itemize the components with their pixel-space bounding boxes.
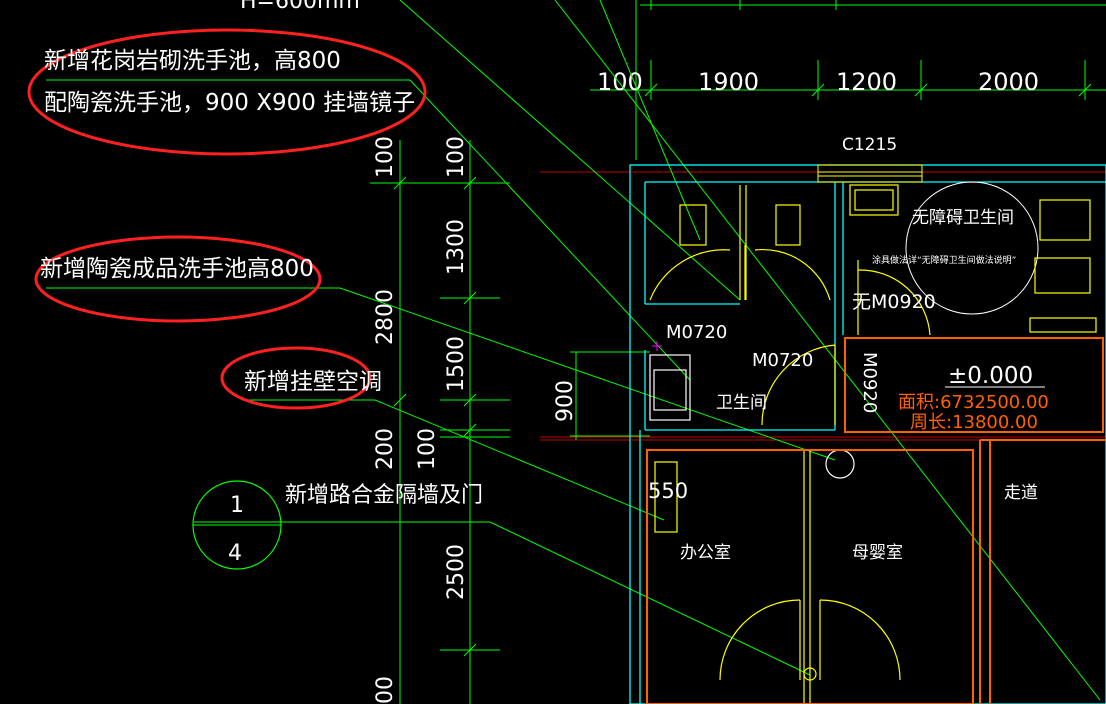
top-dimension-lines <box>590 0 1106 160</box>
top-dim-h600: H=600mm <box>240 0 360 14</box>
dim-v-100a: 100 <box>373 136 398 178</box>
annotation-air-conditioner: 新增挂壁空调 <box>220 346 382 410</box>
label-mother-baby: 母婴室 <box>852 543 903 563</box>
label-door-3: M0920 <box>859 352 880 413</box>
walls-orange <box>646 337 1106 704</box>
label-accessible-note: 涂具做法详“无障碍卫生间做法说明” <box>872 254 1016 266</box>
dim-top-2000: 2000 <box>978 68 1039 96</box>
level-elevation: ±0.000 <box>948 363 1033 389</box>
annotation-line-2: 配陶瓷洗手池，900 X900 挂墙镜子 <box>44 90 415 116</box>
red-highlight-ellipse-2 <box>34 235 322 323</box>
label-office: 办公室 <box>680 543 731 563</box>
dim-v-100c: 100 <box>415 428 440 470</box>
leader-lines <box>46 0 1101 701</box>
label-small-dim: 550 <box>648 479 688 503</box>
vertical-dimension-lines <box>370 140 650 704</box>
dim-v-2800: 2800 <box>373 289 398 345</box>
label-door-accessible: 无M0920 <box>852 291 936 313</box>
room-labels: 无障碍卫生间 涂具做法详“无障碍卫生间做法说明” 无M0920 M0720 M0… <box>648 208 1038 563</box>
annotation-ac-text: 新增挂壁空调 <box>244 369 382 395</box>
cursor-marker <box>652 341 662 351</box>
dim-top-1200: 1200 <box>836 68 897 96</box>
dim-v-1300: 1300 <box>444 219 469 275</box>
window-label: C1215 <box>842 135 897 155</box>
label-wc: 卫生间 <box>716 393 767 413</box>
vertical-dims-text: 100 100 1300 2800 1500 200 100 2500 900 … <box>373 136 578 704</box>
dim-v-100b: 100 <box>444 136 469 178</box>
level-perimeter: 周长:13800.00 <box>910 412 1038 433</box>
dim-v-200: 200 <box>373 428 398 470</box>
dim-v-00: 00 <box>373 676 398 704</box>
section-mark: 1 4 <box>192 480 282 570</box>
red-highlight-ellipse-1 <box>27 28 427 156</box>
level-block: ±0.000 面积:6732500.00 周长:13800.00 <box>898 363 1049 433</box>
dim-top-1900: 1900 <box>698 68 759 96</box>
label-corridor: 走道 <box>1004 483 1038 503</box>
label-door-1: M0720 <box>666 322 727 343</box>
label-door-2: M0720 <box>752 350 813 371</box>
red-highlight-ellipse-3 <box>220 346 372 410</box>
section-mark-top: 1 <box>230 493 244 518</box>
dim-v-2500: 2500 <box>444 544 469 600</box>
toilet-stalls <box>649 181 1097 704</box>
annotation-ceramic-text: 新增陶瓷成品洗手池高800 <box>40 256 314 282</box>
annotation-line-1: 新增花岗岩砌洗手池，高800 <box>44 48 341 74</box>
dim-v-1500: 1500 <box>444 336 469 392</box>
annotation-granite-basin: 新增花岗岩砌洗手池，高800 配陶瓷洗手池，900 X900 挂墙镜子 <box>27 28 427 156</box>
annotation-ceramic-basin: 新增陶瓷成品洗手池高800 <box>34 235 322 323</box>
annotation-partition-text: 新增路合金隔墙及门 <box>285 483 483 508</box>
window-c1215: C1215 <box>817 135 923 183</box>
level-area: 面积:6732500.00 <box>898 392 1049 413</box>
dim-v-900: 900 <box>553 380 578 422</box>
label-accessible-wc: 无障碍卫生间 <box>912 208 1014 228</box>
dim-top-100: 100 <box>597 68 643 96</box>
section-mark-bottom: 4 <box>228 541 242 566</box>
